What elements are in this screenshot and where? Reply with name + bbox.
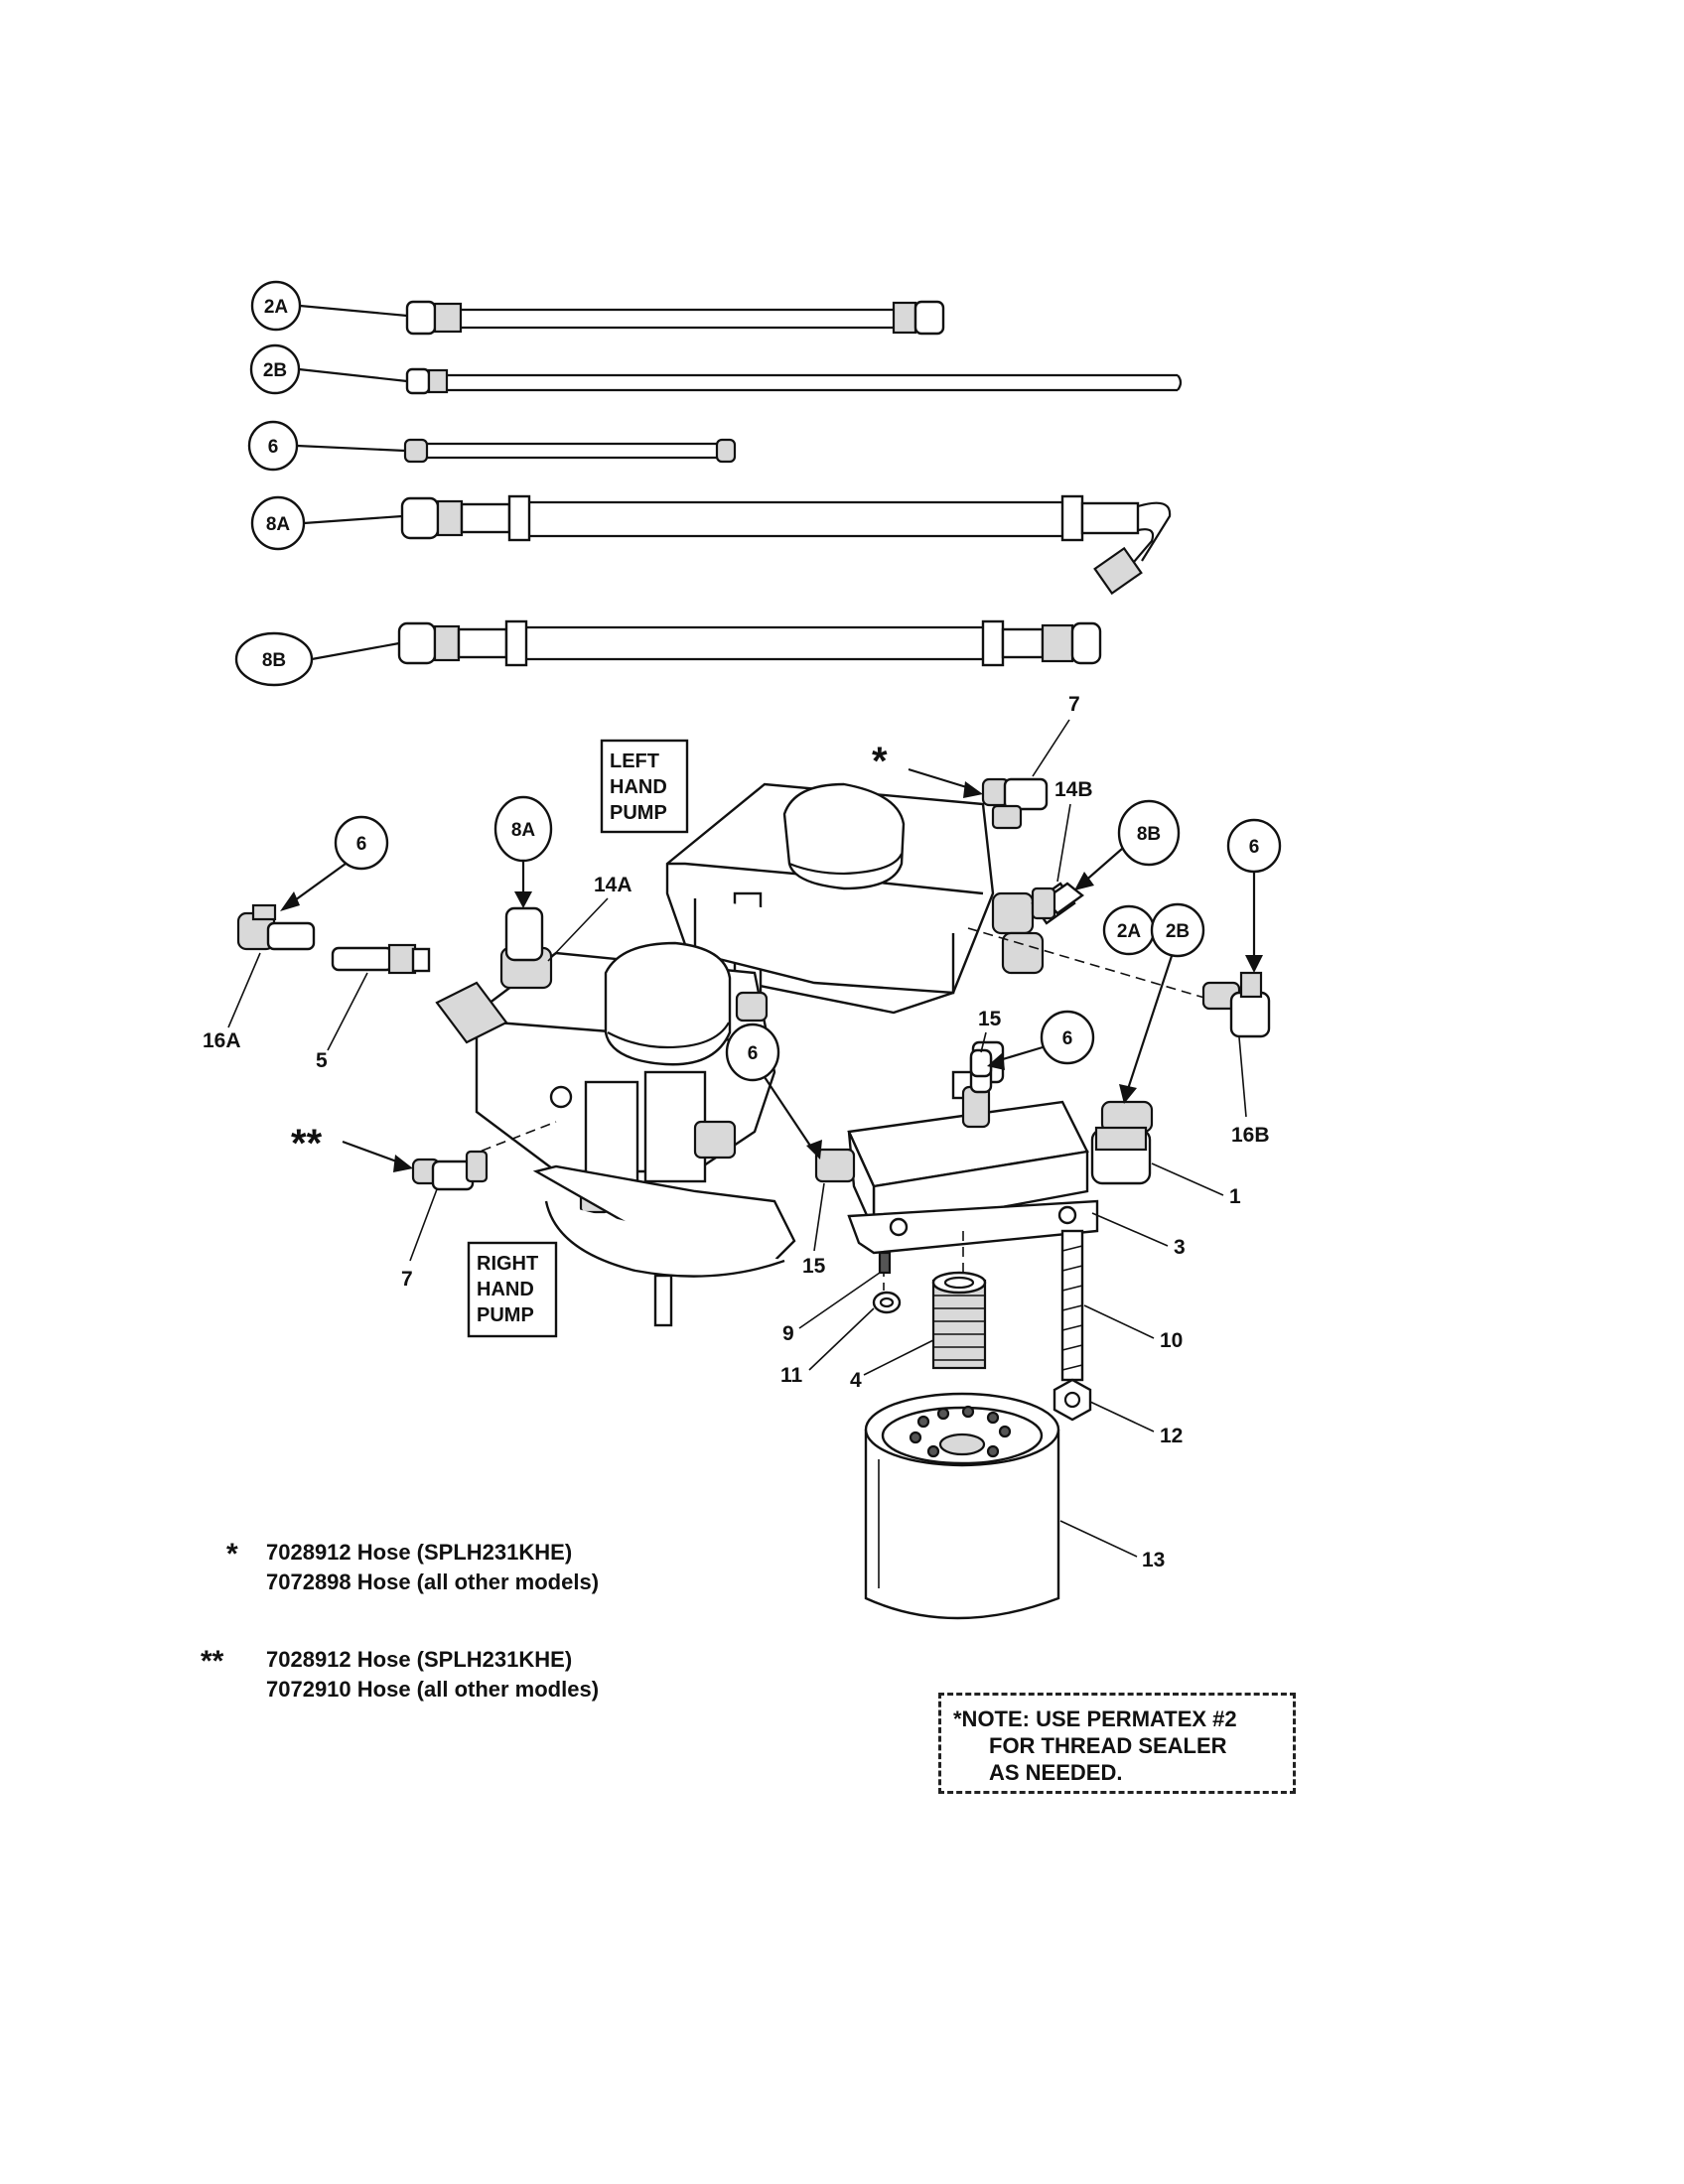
callout-6-right: 6 bbox=[1249, 837, 1260, 858]
svg-text:RIGHT: RIGHT bbox=[477, 1253, 538, 1275]
note-line: *NOTE: USE PERMATEX #2 bbox=[953, 1706, 1237, 1731]
marker-double-star: ** bbox=[291, 1122, 323, 1165]
label-11: 11 bbox=[780, 1364, 803, 1387]
label-7-bottom: 7 bbox=[401, 1268, 413, 1291]
label-15: 15 bbox=[802, 1255, 826, 1278]
callout-6-left: 6 bbox=[356, 834, 367, 855]
fitting-5 bbox=[331, 943, 431, 975]
pump-assembly bbox=[435, 782, 1076, 1327]
legend-line: 7028912 Hose (SPLH231KHE) bbox=[266, 1540, 573, 1565]
label-7-top: 7 bbox=[1068, 693, 1080, 716]
fitting-7-top bbox=[981, 777, 1049, 830]
svg-text:PUMP: PUMP bbox=[610, 802, 667, 824]
callout-6: 6 bbox=[268, 437, 279, 458]
note-line: FOR THREAD SEALER bbox=[989, 1733, 1227, 1758]
callout-8A-assembly: 8A bbox=[511, 820, 536, 841]
legend-line: 7072898 Hose (all other models) bbox=[266, 1570, 600, 1594]
hose-2A: 2A bbox=[250, 280, 945, 336]
nipple-4 bbox=[931, 1271, 987, 1370]
svg-text:LEFT: LEFT bbox=[610, 751, 659, 772]
fitting-16A bbox=[236, 903, 316, 951]
label-15-top: 15 bbox=[978, 1008, 1002, 1030]
marker-single-star: * bbox=[872, 740, 888, 783]
nut-12 bbox=[1052, 1378, 1092, 1422]
label-5: 5 bbox=[316, 1049, 328, 1072]
legend-star-marker: * bbox=[226, 1538, 238, 1570]
label-1: 1 bbox=[1229, 1185, 1241, 1208]
legend-line: 7072910 Hose (all other modles) bbox=[266, 1677, 600, 1702]
callout-2B: 2B bbox=[263, 360, 287, 381]
fitting-14B bbox=[1031, 882, 1084, 920]
legend-line: 7028912 Hose (SPLH231KHE) bbox=[266, 1647, 573, 1672]
callout-6-mid2: 6 bbox=[1062, 1028, 1073, 1049]
fitting-7-bottom bbox=[411, 1150, 489, 1191]
callout-2B-assembly: 2B bbox=[1166, 921, 1190, 942]
fitting-16B bbox=[1201, 971, 1271, 1038]
label-16A: 16A bbox=[203, 1029, 241, 1052]
right-hand-pump-label: RIGHT HAND PUMP bbox=[467, 1241, 558, 1338]
callout-8B-assembly: 8B bbox=[1137, 824, 1161, 845]
label-3: 3 bbox=[1174, 1236, 1186, 1259]
label-16B: 16B bbox=[1231, 1124, 1270, 1147]
callout-2A-assembly: 2A bbox=[1117, 921, 1142, 942]
left-hand-pump-label: LEFT HAND PUMP bbox=[600, 739, 689, 834]
bolt-10 bbox=[1060, 1229, 1084, 1382]
thread-sealer-note: *NOTE: USE PERMATEX #2 FOR THREAD SEALER… bbox=[938, 1693, 1296, 1794]
hose-8B: 8B bbox=[234, 619, 1102, 687]
legend-double-star: ** 7028912 Hose (SPLH231KHE) 7072910 Hose… bbox=[201, 1646, 599, 1704]
legend-single-star: * 7028912 Hose (SPLH231KHE) 7072898 Hose … bbox=[226, 1539, 599, 1596]
filter-adapter bbox=[814, 1050, 1154, 1255]
label-14A: 14A bbox=[594, 874, 632, 896]
label-9: 9 bbox=[782, 1322, 794, 1345]
label-10: 10 bbox=[1160, 1329, 1183, 1352]
hose-6: 6 bbox=[247, 420, 737, 472]
hose-8A: 8A bbox=[250, 494, 1172, 596]
label-4: 4 bbox=[850, 1369, 862, 1392]
callout-8B: 8B bbox=[262, 650, 286, 671]
callout-6-mid: 6 bbox=[748, 1043, 759, 1064]
callout-8A: 8A bbox=[266, 514, 291, 535]
label-12: 12 bbox=[1160, 1425, 1183, 1447]
legend-star-marker: ** bbox=[201, 1645, 224, 1678]
svg-text:PUMP: PUMP bbox=[477, 1304, 534, 1326]
label-14B: 14B bbox=[1054, 778, 1093, 801]
hose-2B: 2B bbox=[249, 343, 1183, 395]
washer-11 bbox=[872, 1291, 902, 1314]
oil-filter-13 bbox=[864, 1392, 1060, 1620]
svg-text:HAND: HAND bbox=[610, 776, 667, 798]
label-13: 13 bbox=[1142, 1549, 1165, 1571]
fitting-6-mid bbox=[969, 1048, 993, 1078]
callout-2A: 2A bbox=[264, 297, 289, 318]
svg-text:HAND: HAND bbox=[477, 1279, 534, 1300]
screw-9 bbox=[878, 1251, 892, 1275]
note-line: AS NEEDED. bbox=[989, 1760, 1123, 1785]
